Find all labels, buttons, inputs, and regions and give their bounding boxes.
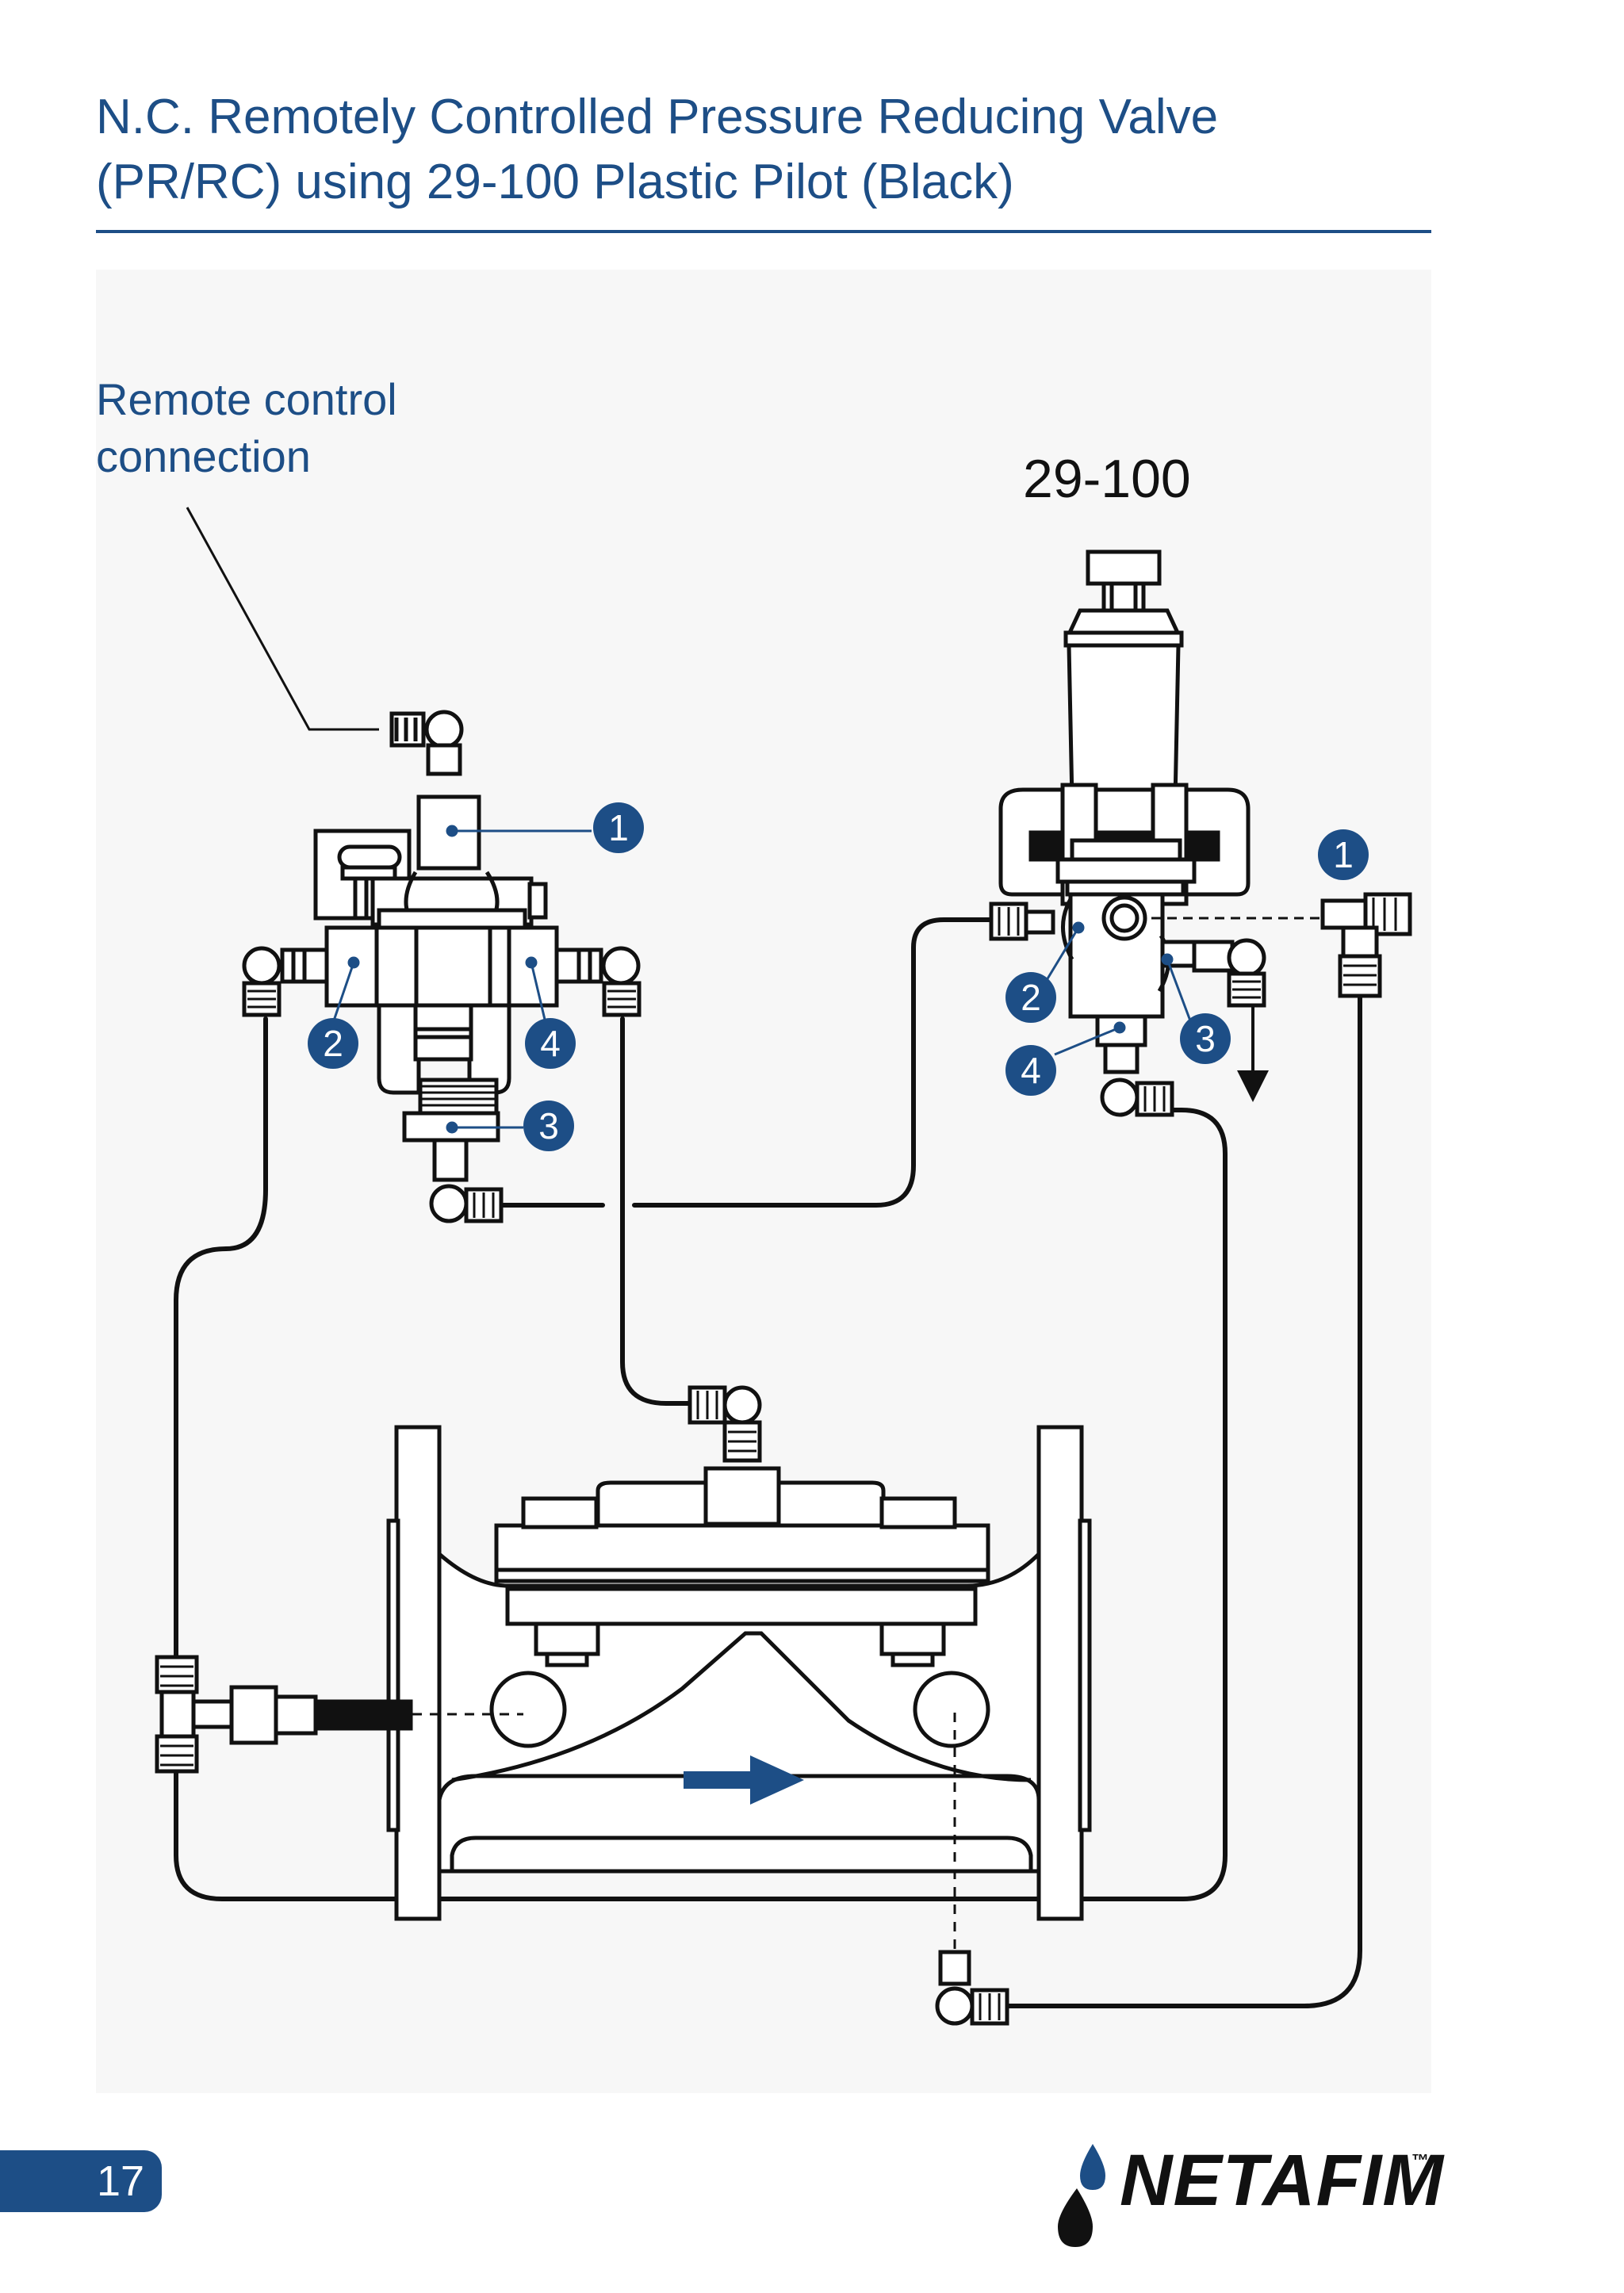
- page-number-badge: [0, 2150, 162, 2212]
- valve-cover-plate: [494, 1523, 990, 1572]
- solenoid-port-3-elbow: [429, 1138, 504, 1223]
- svg-text:4: 4: [1021, 1050, 1041, 1091]
- remote-control-leader-line: [186, 507, 379, 731]
- solenoid-valve: [242, 710, 642, 1223]
- page-number: 17: [97, 2157, 145, 2205]
- solenoid-lower-body: [377, 1003, 421, 1095]
- svg-text:2: 2: [323, 1023, 343, 1064]
- pilot-port-3-elbow: [1160, 938, 1266, 1008]
- pilot-port-4-elbow: [1100, 1043, 1174, 1117]
- inlet-flange: [394, 1425, 442, 1921]
- pilot-adjusting-nut: [1086, 549, 1162, 586]
- cover-elbow-fitting: [688, 1385, 762, 1463]
- outlet-flange: [1036, 1425, 1084, 1921]
- pilot-marker-leaders: [1045, 921, 1193, 1056]
- pilot-marker-1: 1: [1318, 829, 1369, 880]
- valve-seat: [451, 1631, 1032, 1782]
- outlet-port-hole: [913, 1671, 990, 1748]
- tubing: [174, 917, 1362, 2008]
- droplet-icon: [1058, 2144, 1105, 2247]
- svg-text:2: 2: [1021, 977, 1041, 1018]
- main-valve: [155, 1385, 1092, 2026]
- outlet-elbow-fitting: [935, 1950, 1009, 2026]
- solenoid-marker-leaders: [331, 825, 592, 1134]
- remote-control-label-line-1: Remote control: [96, 374, 397, 424]
- pilot-valve: [989, 549, 1412, 1117]
- remote-control-label-line-2: connection: [96, 431, 311, 481]
- svg-text:3: 3: [538, 1105, 559, 1146]
- pilot-model-label: 29-100: [1023, 449, 1191, 509]
- solenoid-marker-1: 1: [593, 802, 644, 853]
- inlet-tee-fitting: [155, 1655, 413, 1774]
- svg-text:3: 3: [1195, 1018, 1216, 1059]
- pilot-port-1-tee: [1320, 892, 1412, 998]
- pilot-bonnet: [1067, 643, 1181, 803]
- pilot-marker-4: 4: [1005, 1045, 1056, 1096]
- pilot-marker-2: 2: [1005, 972, 1056, 1023]
- svg-text:1: 1: [1333, 834, 1354, 875]
- brand-logo-wordmark: NETAFIM: [1120, 2140, 1445, 2221]
- pilot-marker-3: 3: [1180, 1013, 1231, 1064]
- inlet-port-hole: [489, 1671, 567, 1748]
- solenoid-port-4-elbow: [554, 946, 642, 1017]
- title-divider: [96, 230, 1431, 233]
- remote-control-elbow-fitting: [389, 710, 464, 776]
- solenoid-marker-4: 4: [525, 1018, 576, 1069]
- solenoid-main-block: [324, 925, 559, 1008]
- page-title-line-2: (PR/RC) using 29-100 Plastic Pilot (Blac…: [96, 155, 1014, 209]
- pilot-port-2-fitting: [989, 902, 1055, 941]
- page-title-line-1: N.C. Remotely Controlled Pressure Reduci…: [96, 90, 1219, 144]
- svg-text:4: 4: [540, 1023, 561, 1064]
- solenoid-port-2-elbow: [242, 946, 329, 1017]
- solenoid-marker-2: 2: [308, 1018, 358, 1069]
- brand-trademark: ™: [1411, 2150, 1429, 2170]
- solenoid-marker-3: 3: [523, 1101, 574, 1151]
- flow-arrow-icon: [684, 1755, 804, 1805]
- svg-text:1: 1: [608, 807, 629, 848]
